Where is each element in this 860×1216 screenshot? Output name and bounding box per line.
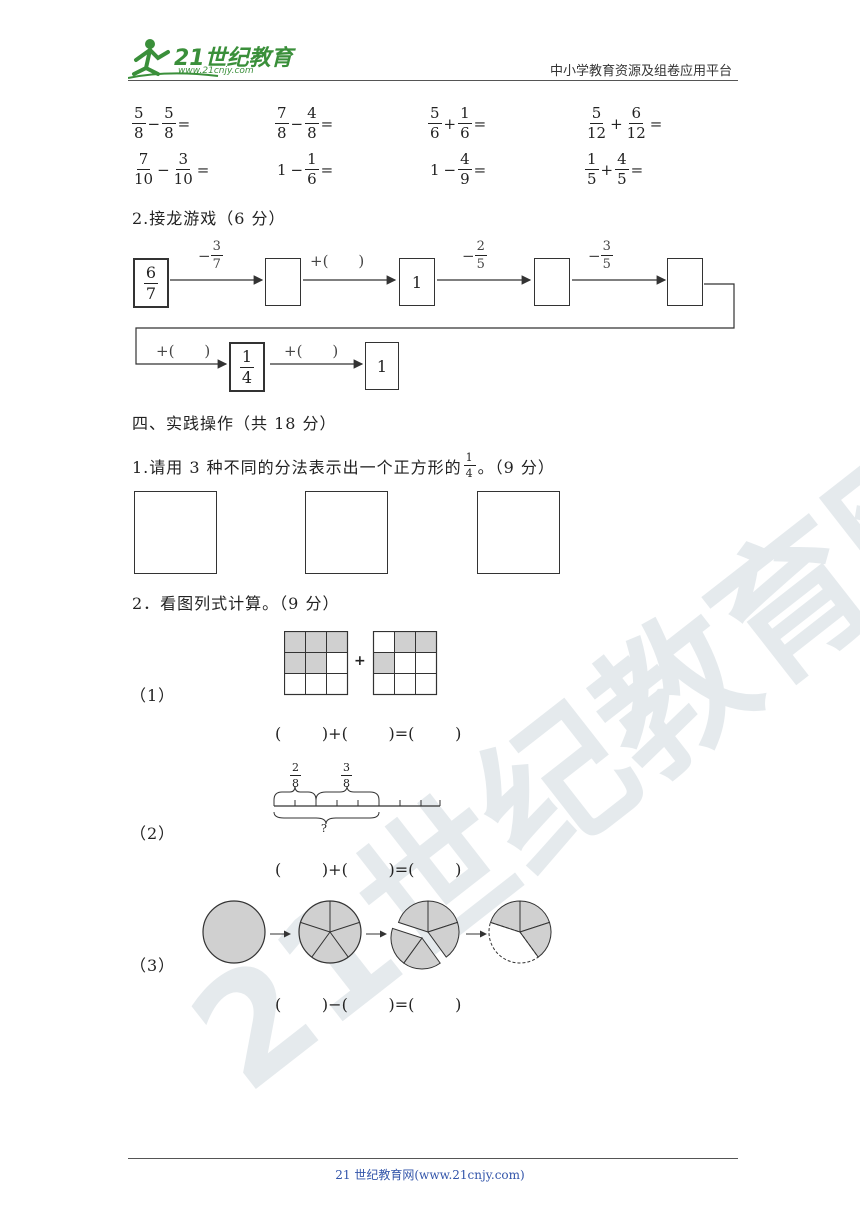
chain-arrows <box>135 275 735 369</box>
op-label-2: +( ) <box>310 252 365 270</box>
header-tagline: 中小学教育资源及组卷应用平台 <box>549 64 732 79</box>
operator: + <box>600 160 614 179</box>
operator: − <box>147 114 161 133</box>
operator: − <box>157 160 170 179</box>
operator: − <box>443 160 457 179</box>
part-3-formula: ( )−( )=( ) <box>275 995 462 1014</box>
number-line <box>273 785 441 825</box>
header-rule <box>128 80 738 81</box>
footer-rule <box>128 1158 738 1159</box>
pie-sequence <box>202 900 552 970</box>
part-1-label: （1） <box>130 686 176 705</box>
whole-number: 1 <box>430 160 440 179</box>
answer-box-1[interactable] <box>265 258 301 306</box>
footer-text: 21 世纪教育网(www.21cnjy.com) <box>335 1168 525 1182</box>
operator: + <box>610 114 623 133</box>
answer-box-2[interactable] <box>534 258 570 306</box>
box-one: 1 <box>399 258 435 306</box>
plus-sign: + <box>354 653 366 669</box>
equals-sign: = <box>320 160 334 179</box>
drawing-square-3[interactable] <box>477 491 560 574</box>
drawing-square-1[interactable] <box>134 491 217 574</box>
op-label-6: +( ) <box>284 342 339 360</box>
watermark: 21世纪教育网 <box>161 397 860 1125</box>
q2-title: 2．看图列式计算。（9 分） <box>132 594 340 613</box>
grid-pair <box>283 630 438 696</box>
grid-figure: + <box>283 630 444 701</box>
equals-sign: = <box>320 114 334 133</box>
question-mark: ? <box>321 822 327 835</box>
part-2-label: （2） <box>130 824 176 843</box>
equals-sign: = <box>473 114 487 133</box>
circle-figure <box>200 898 560 974</box>
section-2-title: 2.接龙游戏（6 分） <box>132 209 286 228</box>
operator: − <box>290 114 304 133</box>
part-3-label: （3） <box>130 956 176 975</box>
equals-sign: = <box>177 114 191 133</box>
equals-sign: = <box>649 114 663 133</box>
drawing-square-2[interactable] <box>305 491 388 574</box>
equals-sign: = <box>196 160 210 179</box>
operator: − <box>290 160 304 179</box>
equals-sign: = <box>473 160 487 179</box>
runner-logo-icon <box>127 39 219 79</box>
end-box: 1 <box>365 342 399 390</box>
whole-number: 1 <box>277 160 287 179</box>
part-1-formula: ( )+( )=( ) <box>275 724 462 743</box>
section-4-title: 四、实践操作（共 18 分） <box>132 414 337 433</box>
part-2-formula: ( )+( )=( ) <box>275 860 462 879</box>
header-logo: 21世纪教育 www.21cnjy.com <box>127 34 298 82</box>
operator: + <box>443 114 457 133</box>
logo-text: 21世纪教育 <box>174 46 293 71</box>
equals-sign: = <box>630 160 644 179</box>
logo-url: www.21cnjy.com <box>178 66 254 76</box>
answer-box-3[interactable] <box>667 258 703 306</box>
op-label-5: +( ) <box>156 342 211 360</box>
